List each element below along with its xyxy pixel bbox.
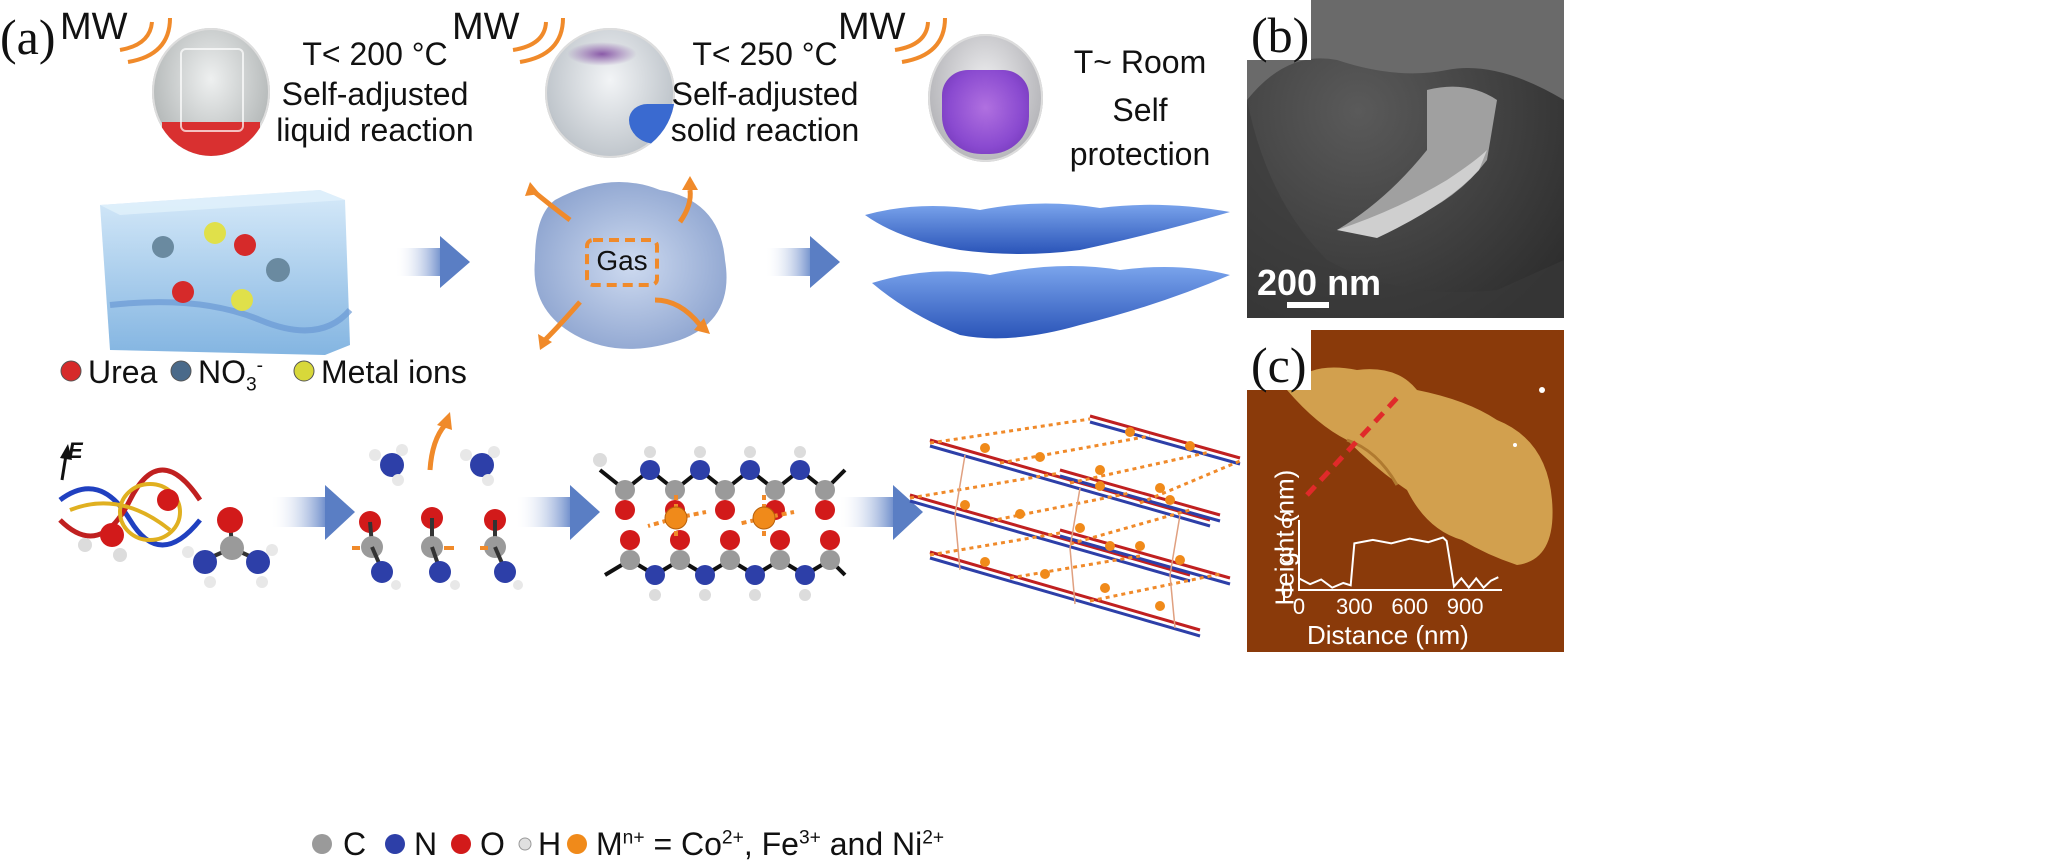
mw-label-1: MW (60, 6, 128, 48)
legend-metal: Mn+ = Co2+, Fe3+ and Ni2+ (596, 826, 945, 862)
afm-xtick-label: 300 (1336, 594, 1373, 619)
temp-label-3: T~ Room (1073, 44, 1207, 80)
beaker-photo-3 (928, 34, 1043, 162)
panel-label-a: (a) (0, 9, 56, 65)
legend-n: N (414, 826, 438, 862)
condition-line1-2: Self-adjusted (671, 76, 859, 112)
afm-ylabel: Height (nm) (1269, 469, 1300, 606)
scale-bar (1287, 302, 1329, 308)
layer-stack (909, 414, 1241, 638)
afm-profile-line (1298, 536, 1499, 590)
panel-label-b: (b) (1251, 7, 1310, 63)
afm-xlabel: Distance (nm) (1307, 620, 1469, 650)
mw-label-3: MW (838, 6, 906, 48)
legend-h: H (538, 826, 562, 862)
afm-xtick-label: 600 (1391, 594, 1428, 619)
legend-metal-ions: Metal ions (321, 354, 467, 390)
afm-ytick-label: 6 (1281, 508, 1293, 533)
legend-no3: NO3- (198, 354, 264, 396)
panel-label-c-box (1247, 330, 1311, 390)
condition-line1-1: Self-adjusted (281, 76, 469, 112)
liquid-cube (100, 190, 353, 355)
temp-label-1: T< 200 °C (302, 36, 448, 72)
afm-ytick-label: 3 (1281, 543, 1293, 568)
panel-label-b-box (1247, 0, 1311, 60)
beaker-photo-1 (152, 28, 270, 156)
scale-bar-label: 200 nm (1257, 262, 1382, 303)
afm-xtick-label: 0 (1293, 594, 1305, 619)
gas-label: Gas (596, 245, 648, 276)
legend-c: C (343, 826, 367, 862)
afm-ytick-label: 0 (1281, 578, 1293, 603)
beaker-photo-2 (545, 28, 675, 158)
field-label: E (68, 438, 83, 463)
condition-line2-2: solid reaction (670, 112, 860, 148)
condition-line1-3: Self protection (1069, 92, 1211, 172)
legend-o: O (480, 826, 505, 862)
legend-urea: Urea (88, 354, 158, 390)
afm-xtick-label: 900 (1447, 594, 1484, 619)
condition-line2-1: liquid reaction (276, 112, 474, 148)
panel-label-c: (c) (1251, 337, 1307, 393)
mw-label-2: MW (452, 6, 520, 48)
sem-image: (b) 200 nm (1247, 0, 1564, 318)
temp-label-2: T< 250 °C (692, 36, 838, 72)
afm-axes (1298, 520, 1502, 591)
